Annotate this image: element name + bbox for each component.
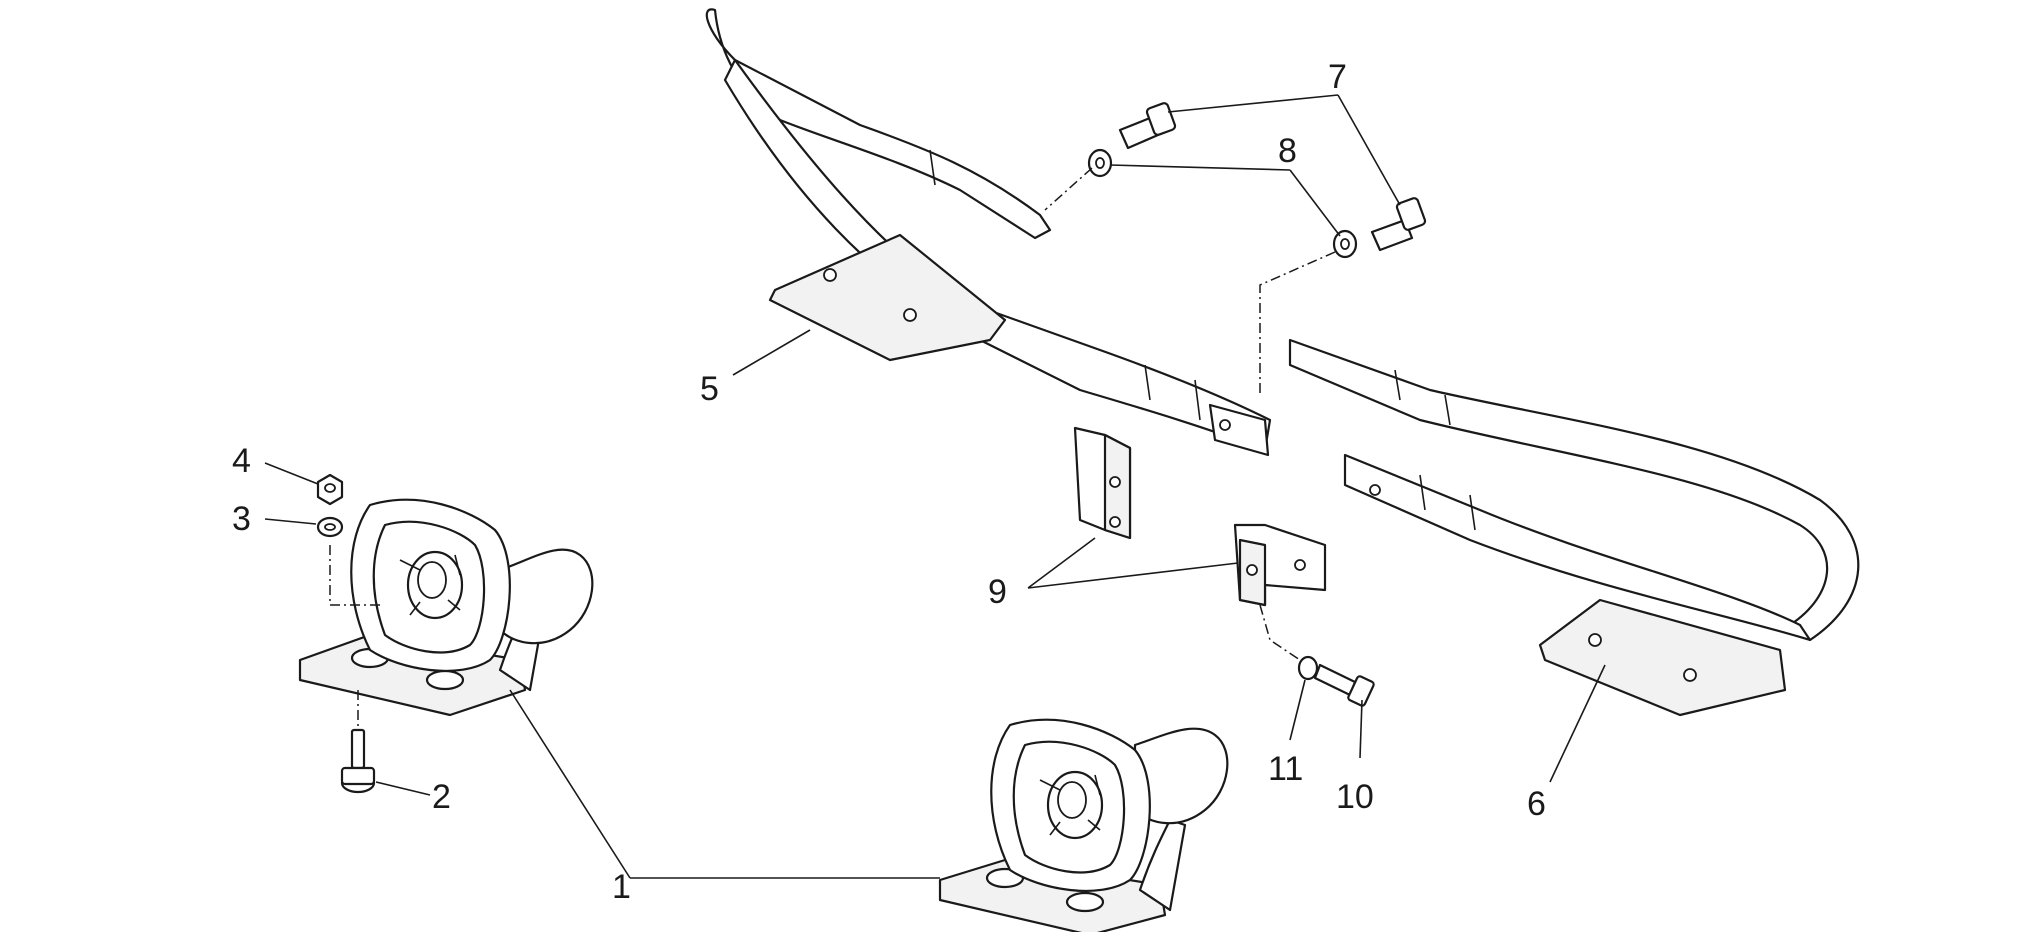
bracket-9-right [1233,523,1327,607]
screw-7-top [1118,102,1177,150]
screw-2 [340,728,376,794]
callout-7: 7 [1328,58,1347,96]
callout-5: 5 [700,370,719,408]
callout-4: 4 [232,442,251,480]
grab-handle-right [1288,338,1860,717]
callout-10: 10 [1336,778,1374,816]
horn-upper [298,498,594,717]
grab-handle-left [705,8,1272,457]
callout-8: 8 [1278,132,1297,170]
screw-7-right [1370,197,1427,252]
bolt-10 [1313,663,1375,707]
callout-2: 2 [432,778,451,816]
callout-6: 6 [1527,785,1546,823]
callout-9: 9 [988,573,1007,611]
nut-4 [316,473,344,506]
bracket-9-left [1073,426,1132,540]
callout-1: 1 [612,868,631,906]
callout-3: 3 [232,500,251,538]
callout-11: 11 [1268,750,1303,788]
washer-11 [1297,655,1319,681]
washer-3 [316,516,344,538]
horn-lower [938,718,1229,932]
